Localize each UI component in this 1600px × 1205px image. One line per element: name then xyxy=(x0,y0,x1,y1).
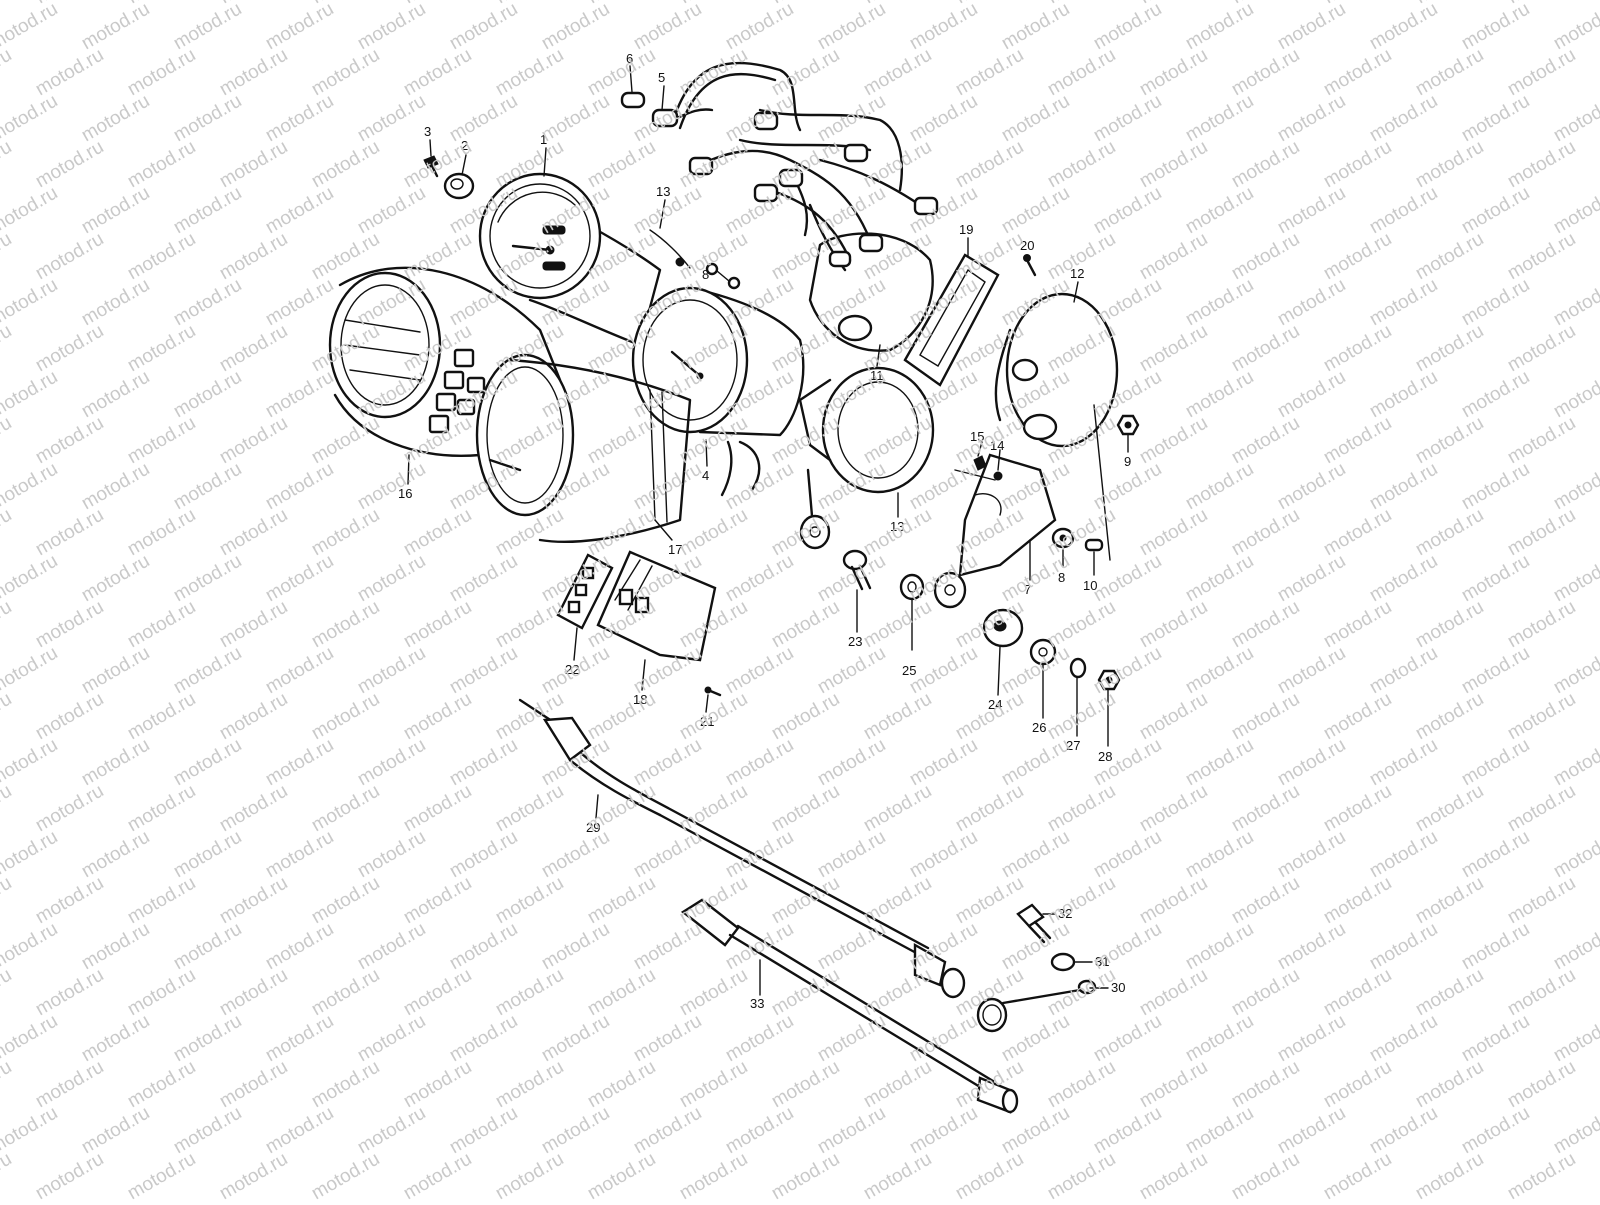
meter-cover-part-16 xyxy=(328,266,562,457)
callout-31: 31 xyxy=(1095,954,1109,969)
callout-10: 10 xyxy=(1083,578,1097,593)
callout-27: 27 xyxy=(1066,738,1080,753)
callout-21: 21 xyxy=(700,714,714,729)
callout-19: 19 xyxy=(959,222,973,237)
bracket-part-13-upper xyxy=(649,229,691,269)
washer-part-25 xyxy=(899,573,925,601)
screw-part-20 xyxy=(1023,254,1037,277)
washer-part-27 xyxy=(1069,657,1087,679)
callout-22: 22 xyxy=(565,662,579,677)
callout-30: 30 xyxy=(1111,980,1125,995)
callout-9: 9 xyxy=(1124,454,1131,469)
tachometer-part-4 xyxy=(631,286,805,497)
callout-25: 25 xyxy=(902,663,916,678)
screw-part-21 xyxy=(704,686,722,697)
cable-guide-part-30 xyxy=(976,979,1097,1033)
nut-part-28 xyxy=(1097,669,1121,691)
damper-part-24 xyxy=(982,608,1024,648)
washer-part-26 xyxy=(1029,638,1057,666)
callout-24: 24 xyxy=(988,697,1002,712)
callout-3: 3 xyxy=(424,124,431,139)
screw-part-8-upper xyxy=(705,262,741,290)
pin-part-10 xyxy=(1084,404,1111,561)
callout-20: 20 xyxy=(1020,238,1034,253)
speedometer-part-1 xyxy=(478,172,662,347)
bracket-part-13-lower xyxy=(798,366,935,550)
callout-8a: 8 xyxy=(702,267,709,282)
callout-16: 16 xyxy=(398,486,412,501)
bulb-part-6 xyxy=(620,91,646,109)
indicator-lens-part-22 xyxy=(556,553,614,630)
indicator-housing-part-18 xyxy=(596,550,717,662)
callout-12: 12 xyxy=(1070,266,1084,281)
callout-32: 32 xyxy=(1058,906,1072,921)
meter-case-part-17 xyxy=(475,353,692,543)
callout-14: 14 xyxy=(990,438,1004,453)
callout-29: 29 xyxy=(586,820,600,835)
callout-7: 7 xyxy=(1024,582,1031,597)
meter-bracket-part-11 xyxy=(808,232,934,352)
grommet-part-2 xyxy=(443,172,475,200)
callout-15: 15 xyxy=(970,429,984,444)
callout-23: 23 xyxy=(848,634,862,649)
indicator-panel-part-19 xyxy=(903,253,1000,387)
clip-part-15 xyxy=(973,455,987,471)
screw-part-3 xyxy=(423,155,439,178)
callout-2: 2 xyxy=(461,138,468,153)
clip-part-14 xyxy=(954,469,1003,481)
callout-5: 5 xyxy=(658,70,665,85)
callout-11: 11 xyxy=(870,368,884,383)
callout-26: 26 xyxy=(1032,720,1046,735)
wiring-harness xyxy=(670,61,939,272)
callout-18: 18 xyxy=(633,692,647,707)
callout-4: 4 xyxy=(702,468,709,483)
bracket-part-7 xyxy=(933,453,1057,609)
bulb-socket-part-5 xyxy=(651,108,714,128)
callout-labels: 6 5 3 2 1 13 19 20 12 8 11 9 15 14 4 16 … xyxy=(398,51,1131,1011)
callout-1: 1 xyxy=(540,132,547,147)
callout-28: 28 xyxy=(1098,749,1112,764)
speedometer-cable-part-29 xyxy=(518,698,966,999)
leader-lines xyxy=(407,65,1129,996)
washer-part-31 xyxy=(1050,952,1076,972)
bolt-part-23 xyxy=(842,549,872,591)
callout-6: 6 xyxy=(626,51,633,66)
bolt-part-32 xyxy=(1016,903,1052,944)
bulb-socket xyxy=(688,111,939,268)
meter-cup-part-12 xyxy=(994,292,1119,448)
nut-part-9 xyxy=(1116,414,1140,436)
callout-13b: 13 xyxy=(890,519,904,534)
callout-13a: 13 xyxy=(656,184,670,199)
tachometer-cable-part-33 xyxy=(680,898,1019,1114)
callout-8b: 8 xyxy=(1058,570,1065,585)
grommet-part-8-lower xyxy=(1051,527,1075,549)
callout-33: 33 xyxy=(750,996,764,1011)
callout-17: 17 xyxy=(668,542,682,557)
